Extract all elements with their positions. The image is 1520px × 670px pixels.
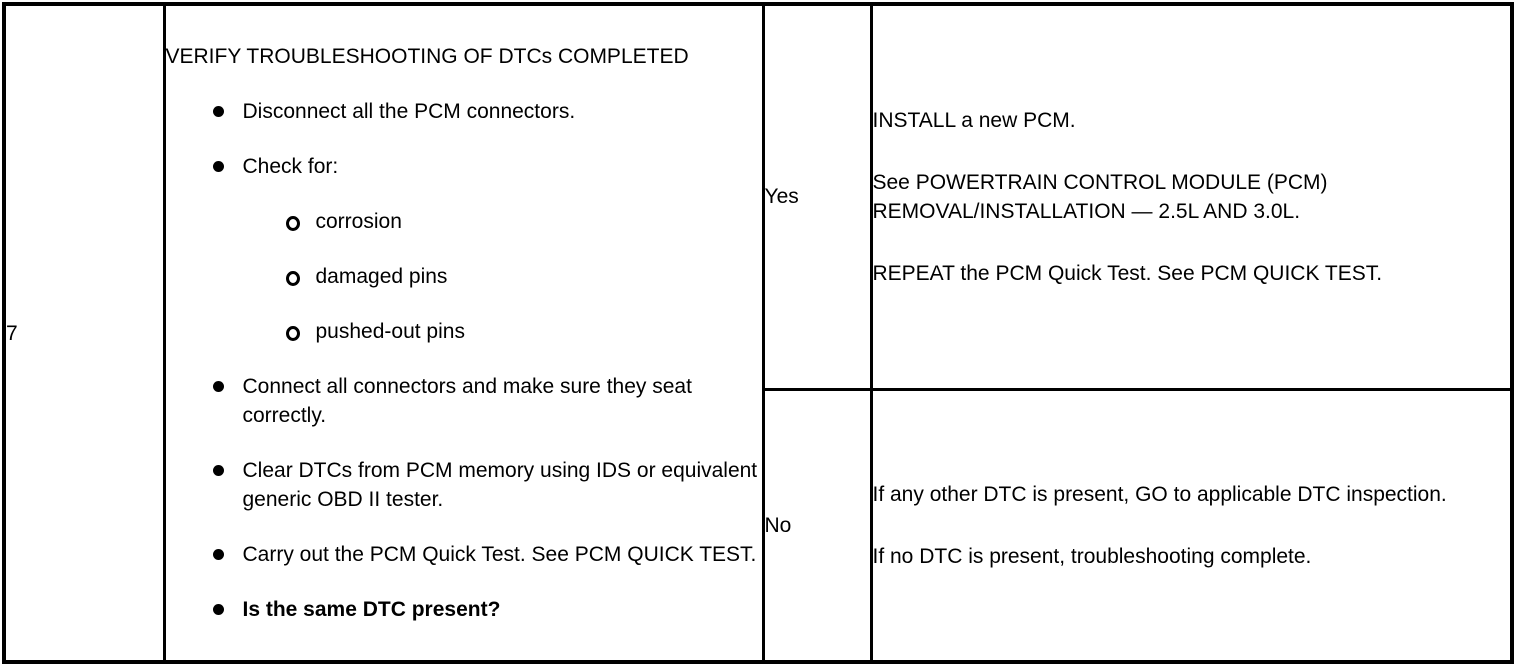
circle-bullet-icon [285,317,316,341]
bullet-icon [212,456,243,476]
list-item: Carry out the PCM Quick Test. See PCM QU… [212,540,762,569]
action-text: If no DTC is present, troubleshooting co… [872,544,1312,568]
action-no-cell: If any other DTC is present, GO to appli… [869,387,1514,664]
list-item: Connect all connectors and make sure the… [212,372,762,430]
action-yes-cell: INSTALL a new PCM. See POWERTRAIN CONTRO… [869,2,1514,391]
bullet-icon [212,540,243,560]
bullet-icon [212,372,243,392]
step-number-cell: 7 [2,2,166,664]
result-no-cell: No [761,387,873,664]
bullet-icon [212,595,243,615]
result-yes-cell: Yes [761,2,873,391]
result-yes-label: Yes [764,185,799,209]
step-number: 7 [6,321,18,345]
action-text: If any other DTC is present, GO to appli… [872,482,1447,506]
bullet-icon [212,152,243,172]
circle-bullet-icon [285,207,316,231]
step-title: VERIFY TROUBLESHOOTING OF DTCs COMPLETED [165,45,689,68]
list-item: corrosion [285,207,762,236]
action-text: See POWERTRAIN CONTROL MODULE (PCM) REMO… [872,170,1328,223]
list-item: Check for: [212,152,762,181]
test-step-cell: VERIFY TROUBLESHOOTING OF DTCs COMPLETED… [162,2,765,664]
list-item: pushed-out pins [285,317,762,346]
result-no-label: No [764,513,792,537]
list-item: Clear DTCs from PCM memory using IDS or … [212,456,762,514]
table-row: No If any other DTC is present, GO to ap… [4,387,1514,664]
list-item-question: Is the same DTC present? [212,595,762,624]
action-text: REPEAT the PCM Quick Test. See PCM QUICK… [872,261,1383,285]
action-text: INSTALL a new PCM. [872,108,1076,132]
list-item: damaged pins [285,262,762,291]
bullet-icon [212,97,243,117]
circle-bullet-icon [285,262,316,286]
list-item: Disconnect all the PCM connectors. [212,97,762,126]
